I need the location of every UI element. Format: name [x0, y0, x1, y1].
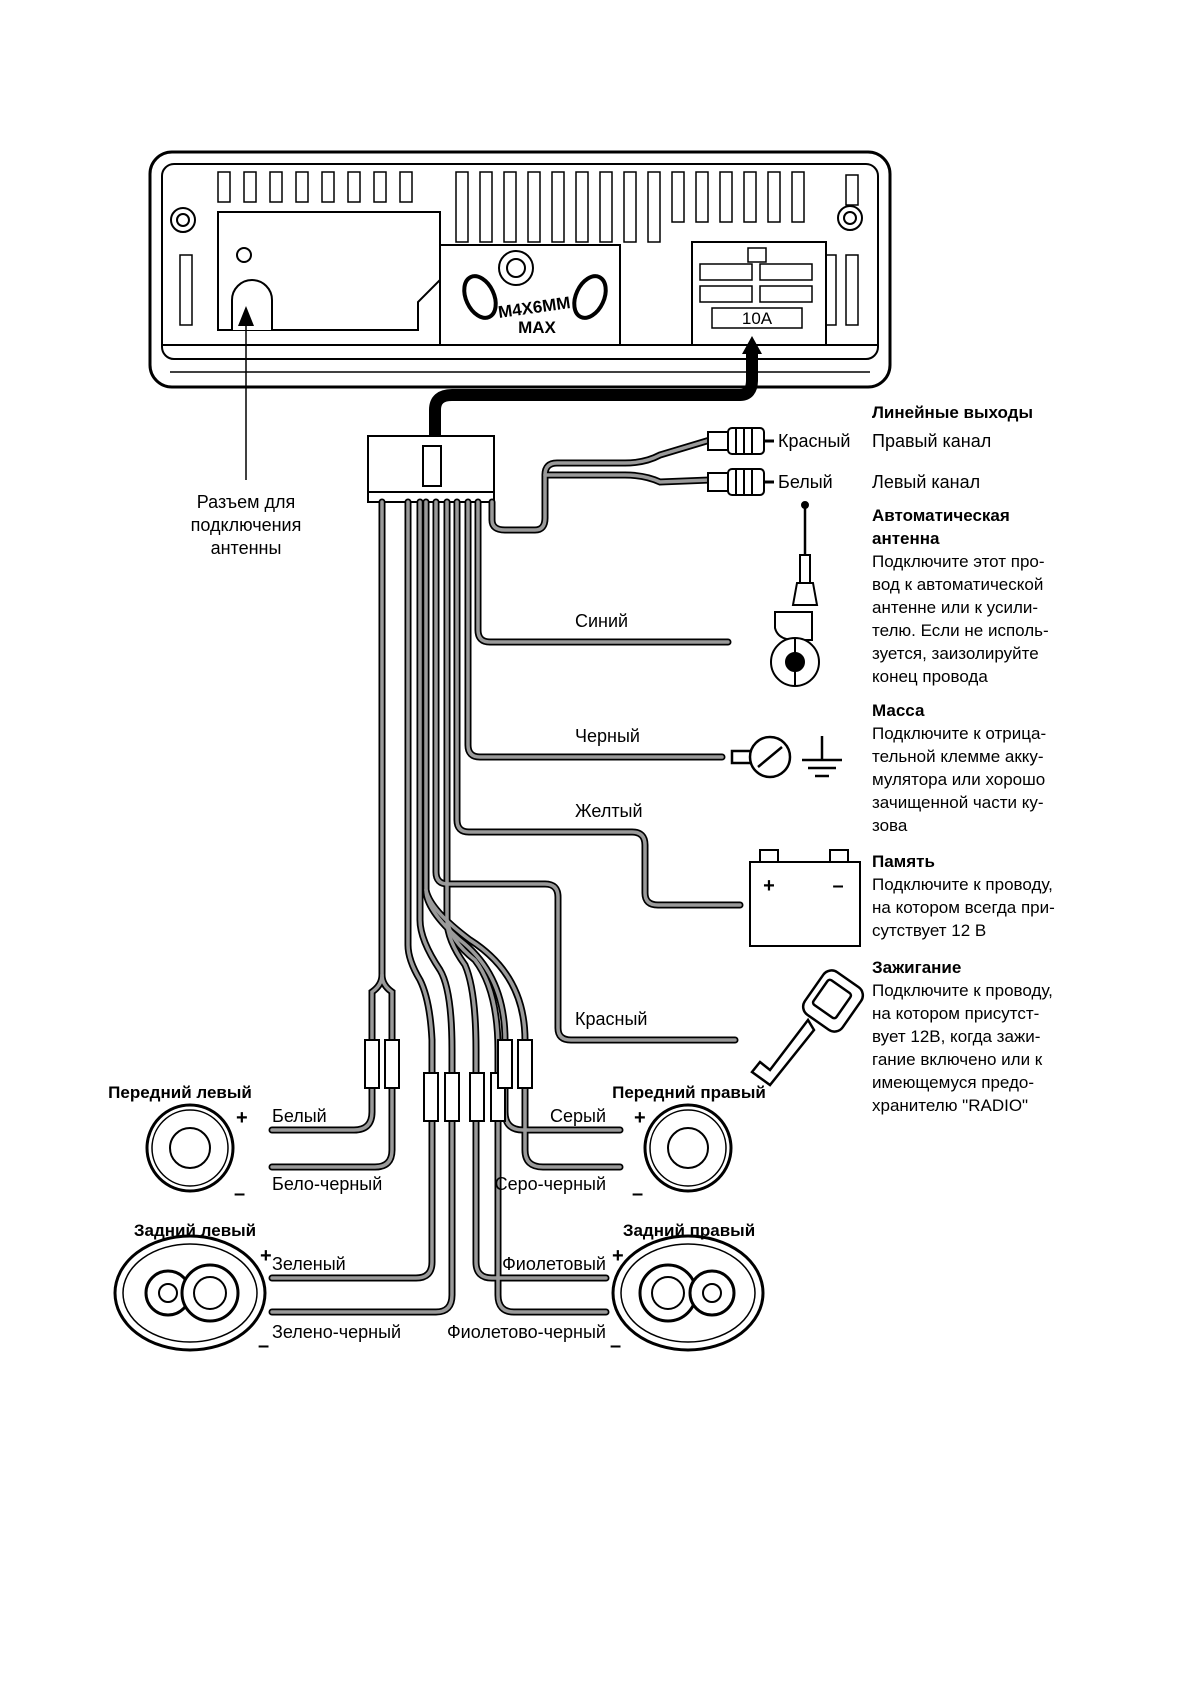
- wires: [268, 436, 744, 1316]
- antenna-socket-label-line1: Разъем для: [197, 492, 295, 512]
- rca-white-label: Белый: [778, 472, 833, 492]
- wire-blue-label: Синий: [575, 611, 628, 631]
- front-right-speaker: [643, 1103, 733, 1193]
- wire-yellow-label: Желтый: [575, 801, 643, 821]
- wire-black-label: Черный: [575, 726, 640, 746]
- note-ignition-body: Подключите к проводу, на котором присутс…: [872, 981, 1053, 1115]
- front-left-plus: +: [236, 1107, 248, 1129]
- front-right-plus: +: [634, 1107, 646, 1129]
- note-ignition: Зажигание Подключите к проводу, на котор…: [872, 956, 1087, 1117]
- battery-minus-label: –: [832, 875, 843, 897]
- front-left-minus: –: [234, 1183, 245, 1205]
- ignition-key-icon: [750, 969, 865, 1087]
- main-harness-cable: [429, 336, 762, 438]
- front-left-title: Передний левый: [108, 1083, 252, 1102]
- rear-right-plus-wire-label: Фиолетовый: [502, 1254, 606, 1274]
- note-ground: Масса Подключите к отрица- тельной клемм…: [872, 699, 1087, 837]
- rear-right-speaker: [611, 1234, 765, 1352]
- rear-left-plus-wire-label: Зеленый: [272, 1254, 346, 1274]
- screw-spec-max-label: MAX: [518, 318, 556, 337]
- rear-right-plus: +: [612, 1245, 624, 1267]
- note-ground-title: Масса: [872, 701, 925, 720]
- rca-plug-white: [707, 468, 774, 496]
- battery-icon: + –: [749, 849, 861, 947]
- front-right-minus: –: [632, 1183, 643, 1205]
- front-right-title: Передний правый: [612, 1083, 766, 1102]
- front-left-speaker: [145, 1103, 235, 1193]
- front-left-minus-wire-label: Бело-черный: [272, 1174, 382, 1194]
- note-auto-antenna-body: Подключите этот про- вод к автоматическо…: [872, 552, 1049, 686]
- rear-left-plus: +: [260, 1245, 272, 1267]
- ground-icon: [730, 735, 842, 779]
- line-out-left-channel: Левый канал: [872, 472, 980, 492]
- rear-right-minus: –: [610, 1335, 621, 1357]
- antenna-pointer-arrow: [238, 306, 254, 480]
- line-out-right-channel: Правый канал: [872, 431, 991, 451]
- auto-antenna-icon: [770, 501, 820, 687]
- front-right-plus-wire-label: Серый: [550, 1106, 606, 1126]
- front-left-plus-wire-label: Белый: [272, 1106, 327, 1126]
- note-ground-body: Подключите к отрица- тельной клемме акку…: [872, 724, 1047, 835]
- head-unit-rear-panel: M4X6MM MAX 10A: [148, 150, 892, 389]
- crimp-sleeves: [364, 1039, 533, 1122]
- fuse-label: 10A: [742, 309, 773, 328]
- antenna-socket-label-line3: антенны: [211, 538, 282, 558]
- rear-left-minus: –: [258, 1335, 269, 1357]
- rear-left-title: Задний левый: [134, 1221, 256, 1240]
- antenna-socket-label-line2: подключения: [191, 515, 302, 535]
- note-memory-body: Подключите к проводу, на котором всегда …: [872, 875, 1055, 940]
- note-auto-antenna: Автоматическая антенна Подключите этот п…: [872, 504, 1087, 688]
- battery-plus-label: +: [763, 875, 775, 897]
- harness-connector-plug: [367, 435, 495, 503]
- rear-right-title: Задний правый: [623, 1221, 755, 1240]
- rear-left-speaker: [113, 1234, 267, 1352]
- rear-left-minus-wire-label: Зелено-черный: [272, 1322, 401, 1342]
- rear-right-minus-wire-label: Фиолетово-черный: [447, 1322, 606, 1342]
- rca-red-label: Красный: [778, 431, 850, 451]
- note-memory: Память Подключите к проводу, на котором …: [872, 850, 1087, 942]
- note-auto-antenna-title: Автоматическая антенна: [872, 506, 1010, 548]
- wire-red-label: Красный: [575, 1009, 647, 1029]
- rca-plug-red: [707, 427, 774, 455]
- front-right-minus-wire-label: Серо-черный: [495, 1174, 606, 1194]
- line-out-title: Линейные выходы: [872, 403, 1033, 422]
- note-memory-title: Память: [872, 852, 935, 871]
- note-ignition-title: Зажигание: [872, 958, 962, 977]
